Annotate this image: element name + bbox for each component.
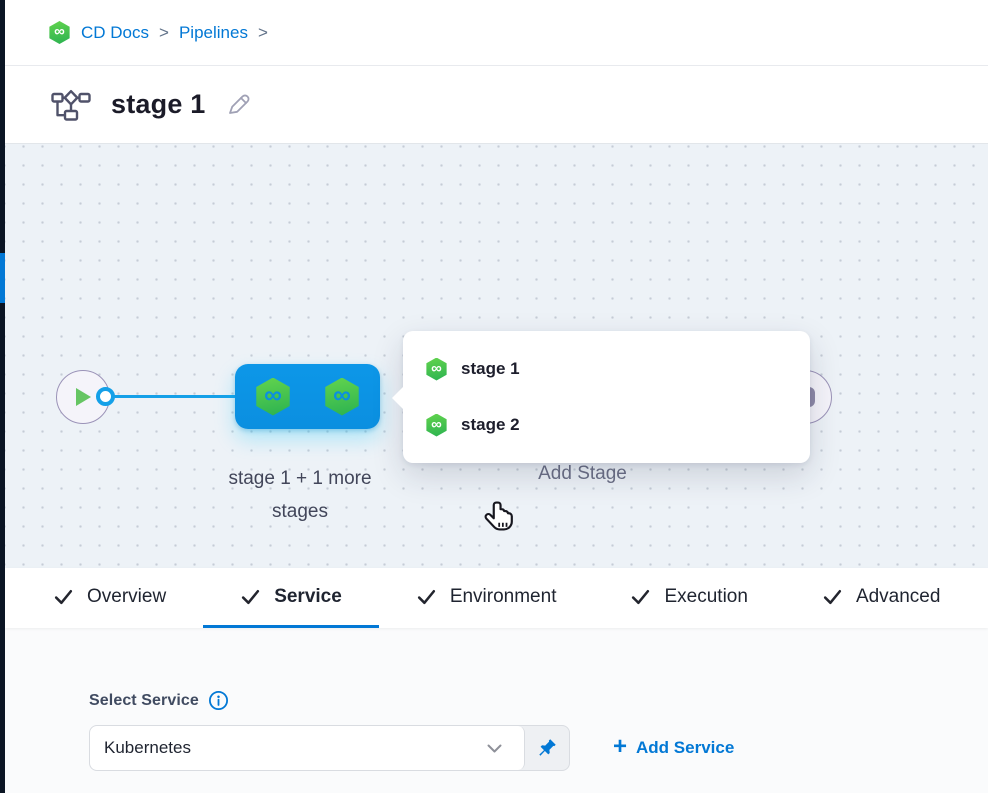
popup-item-stage-1[interactable]: ∞ stage 1 [403,341,810,397]
service-control-row: Kubernetes + Add Service [89,725,988,771]
service-panel: Select Service Kubernetes [5,628,988,793]
tab-label: Advanced [855,585,941,607]
pin-icon [539,739,556,756]
tab-label: Environment [449,585,557,607]
add-service-button[interactable]: + Add Service [613,733,735,760]
service-select-group: Kubernetes [89,725,570,771]
pipeline-canvas[interactable]: ∞ ∞ stage 1 + 1 more stages Add Stage ∞ … [5,143,988,568]
info-icon[interactable] [208,690,229,711]
chevron-down-icon [487,744,502,752]
stage-hexagon-icon: ∞ [426,357,447,381]
breadcrumb: ∞ CD Docs > Pipelines > [5,0,988,66]
tab-overview[interactable]: Overview [16,568,203,628]
play-icon [76,388,91,406]
check-icon [632,589,650,605]
breadcrumb-separator: > [159,22,169,42]
pin-service-button[interactable] [525,726,569,770]
breadcrumb-separator: > [257,22,268,42]
stage-hexagon-icon: ∞ [325,377,359,416]
service-select-value: Kubernetes [104,738,191,757]
harness-cd-icon: ∞ [49,21,70,44]
main-area: ∞ CD Docs > Pipelines > stage 1 [5,0,988,793]
tab-execution[interactable]: Execution [593,568,784,628]
tab-label: Execution [664,585,748,607]
tab-environment[interactable]: Environment [379,568,594,628]
hand-cursor-icon [482,499,518,542]
check-icon [417,589,435,605]
plus-icon: + [613,733,628,760]
add-service-label: Add Service [636,738,735,757]
select-service-label-row: Select Service [89,690,988,711]
stage-tabs: Overview Service Environment Execution A… [5,568,988,628]
check-icon [54,589,73,605]
breadcrumb-project-link[interactable]: CD Docs [81,22,150,42]
stage-hexagon-icon: ∞ [426,413,447,437]
page-title: stage 1 [111,89,206,119]
popup-item-stage-2[interactable]: ∞ stage 2 [403,397,810,453]
popup-item-label: stage 2 [461,415,520,434]
edit-pencil-icon[interactable] [225,91,252,118]
pipeline-edge [109,395,236,398]
tab-label: Overview [87,585,167,607]
infinity-glyph: ∞ [264,381,282,409]
stage-hexagon-icon: ∞ [256,377,290,416]
infinity-glyph: ∞ [431,359,442,377]
left-nav-active-indicator [0,253,5,303]
check-icon [823,589,842,605]
stage-group-label: stage 1 + 1 more stages [228,468,372,522]
select-service-label: Select Service [89,691,199,709]
tab-service[interactable]: Service [203,568,379,628]
tab-label: Service [274,585,342,607]
infinity-glyph: ∞ [54,23,65,40]
infinity-glyph: ∞ [431,415,442,433]
service-select[interactable]: Kubernetes [90,726,525,770]
stage-list-popup: ∞ stage 1 ∞ stage 2 [392,331,810,463]
tab-advanced[interactable]: Advanced [785,568,978,628]
left-nav-rail[interactable] [0,0,5,793]
popup-item-label: stage 1 [461,359,520,378]
stage-title-bar: stage 1 [5,66,988,143]
infinity-glyph: ∞ [333,381,351,409]
check-icon [242,589,260,605]
breadcrumb-pipelines-link[interactable]: Pipelines [178,22,248,42]
pipeline-flow-icon [51,88,91,122]
add-stage-label[interactable]: Add Stage [538,463,627,484]
stage-group-node[interactable]: ∞ ∞ [235,364,380,429]
edge-connector-dot[interactable] [96,387,115,406]
